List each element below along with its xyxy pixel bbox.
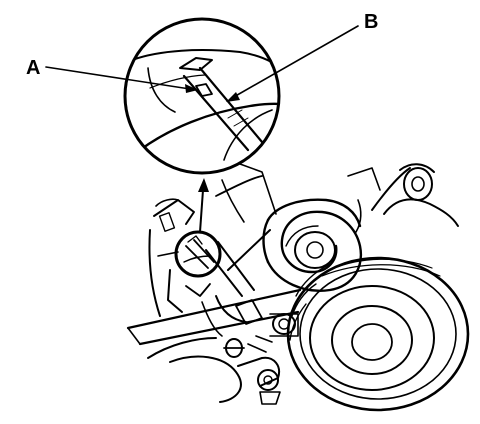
crankshaft-pulley [286,256,470,412]
leader-line-b [226,25,359,102]
detail-highlight-circle [174,230,222,278]
magnified-detail-view [123,17,281,175]
zoom-arrow [198,178,209,233]
callout-label-b: B [364,11,378,33]
drive-belt [126,229,302,346]
tensioner-pulley [262,198,363,292]
mounting-bolt-right [269,313,299,337]
callout-label-a: A [26,57,40,79]
lower-housing [147,335,281,405]
engine-bracket [148,163,277,317]
mounting-bolt-lower [223,338,245,358]
engine-belt-illustration [126,163,470,412]
leader-line-a [45,66,198,93]
tensioner-arm [201,241,263,337]
idler-pulley-top [347,163,459,233]
